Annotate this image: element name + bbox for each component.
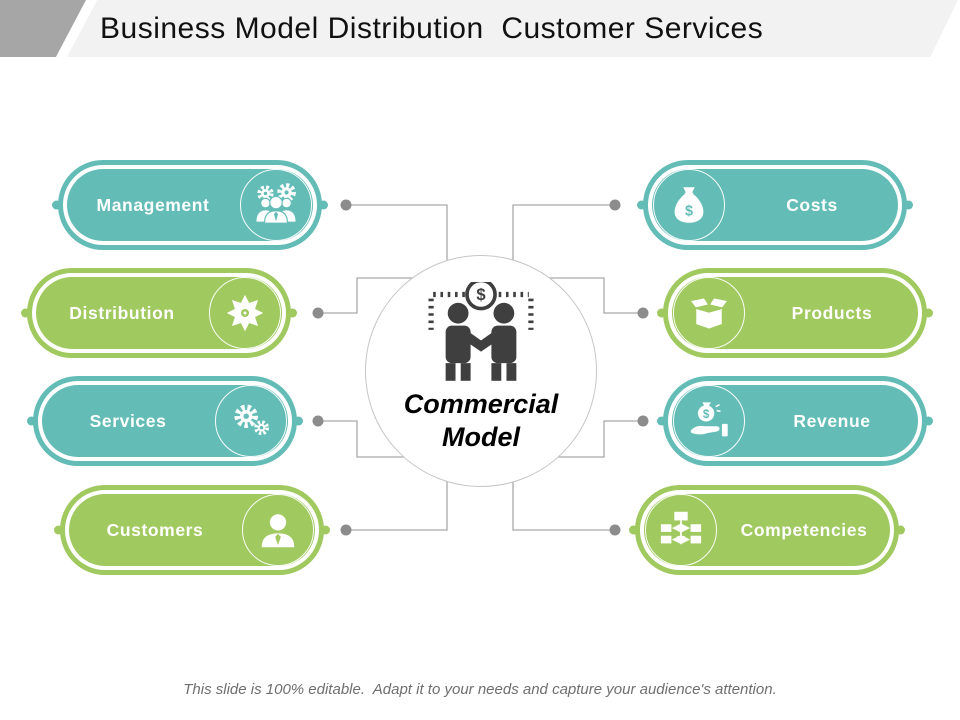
pill-distribution[interactable]: Distribution	[27, 268, 291, 358]
commercial-model-circle[interactable]: $ Commercial Model	[365, 255, 597, 487]
team-gears-icon	[240, 169, 312, 241]
hub-arrows-icon	[209, 277, 281, 349]
pill-management[interactable]: Management	[58, 160, 322, 250]
pill-customers[interactable]: Customers	[60, 485, 324, 575]
pill-label: Services	[89, 410, 167, 431]
gears-icon	[215, 385, 287, 457]
pill-costs[interactable]: $ Costs	[643, 160, 907, 250]
handshake-dollar-icon: $	[428, 282, 534, 381]
pill-revenue[interactable]: $ Revenue	[663, 376, 927, 466]
page-title: Business Model Distribution Customer Ser…	[100, 12, 764, 45]
pill-label: Competencies	[740, 519, 868, 540]
pill-products[interactable]: Products	[663, 268, 927, 358]
svg-text:$: $	[685, 204, 693, 220]
svg-text:$: $	[703, 409, 710, 421]
pill-competencies[interactable]: Competencies	[635, 485, 899, 575]
open-box-icon	[673, 277, 745, 349]
connector-dots	[312, 199, 649, 536]
money-bag-icon: $	[653, 169, 725, 241]
center-label: Commercial Model	[403, 389, 559, 452]
pill-label: Revenue	[793, 410, 871, 431]
hand-money-icon: $	[673, 385, 745, 457]
pill-label: Distribution	[69, 302, 175, 323]
pill-services[interactable]: Services	[33, 376, 297, 466]
header-bar	[67, 0, 958, 57]
person-icon	[242, 494, 314, 566]
pill-label: Customers	[106, 519, 204, 540]
svg-text:$: $	[476, 285, 486, 304]
org-chart-icon	[645, 494, 717, 566]
footer-note: This slide is 100% editable. Adapt it to…	[183, 681, 777, 698]
pill-label: Products	[791, 302, 873, 323]
pill-label: Management	[96, 194, 210, 215]
pill-label: Costs	[786, 194, 838, 215]
